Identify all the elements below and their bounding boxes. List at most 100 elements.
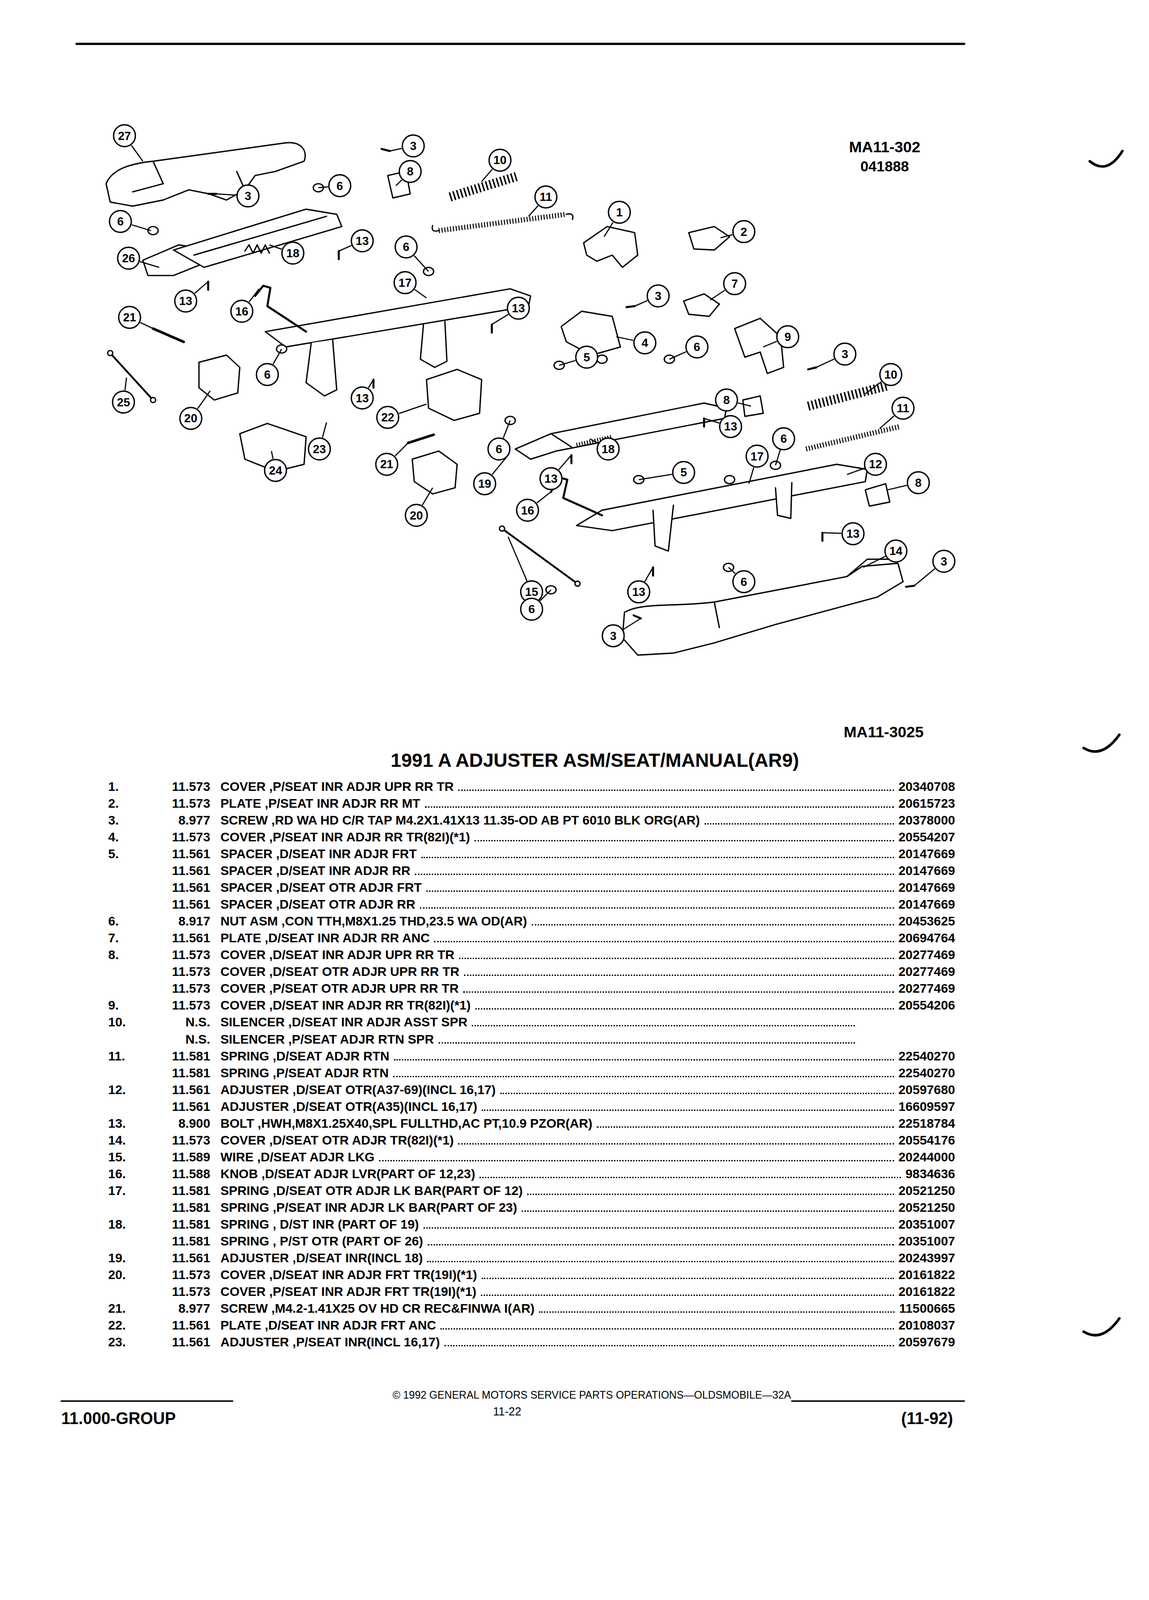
callout-number: 14 [889, 544, 903, 557]
callout-number: 18 [601, 443, 615, 455]
part-number: 20161822 [898, 1268, 956, 1282]
part-description: SILENCER ,D/SEAT INR ADJR ASST SPR [220, 1015, 468, 1029]
item-number: 10. [108, 1015, 126, 1029]
item-number: 21. [108, 1302, 126, 1315]
leader-line [863, 556, 886, 568]
part-number: 20277469 [898, 982, 956, 995]
callout-circle [575, 346, 598, 369]
callout-number: 16 [235, 305, 249, 318]
callout-number: 25 [116, 396, 130, 409]
group-code: 11.573 [171, 965, 210, 979]
anchor-plate [688, 226, 730, 250]
callout-circle [376, 406, 399, 429]
callout-circle [539, 467, 562, 490]
part-description: COVER ,D/SEAT INR ADJR FRT TR(19I)(*1) [220, 1268, 478, 1282]
callout-circle [834, 343, 856, 365]
fastener-group [208, 149, 915, 619]
callout-circle [394, 271, 416, 294]
callout-number: 20 [184, 412, 198, 425]
part-description: PLATE ,P/SEAT INR ADJR RR MT [220, 797, 421, 810]
part-number: 20147669 [898, 881, 956, 895]
dot-leader [521, 1210, 895, 1212]
leader-line [249, 288, 260, 302]
dot-leader [471, 1024, 855, 1027]
group-code: 11.581 [171, 1049, 210, 1063]
group-code: 11.588 [171, 1167, 210, 1181]
callout-circle [264, 459, 287, 482]
dot-leader [474, 839, 895, 842]
adjuster-rail [515, 403, 727, 460]
return-spring [806, 426, 901, 449]
part-description: SPRING , D/ST INR (PART OF 19) [220, 1218, 420, 1231]
seat-cover [622, 563, 903, 655]
part-description: ADJUSTER ,D/SEAT OTR(A35)(INCL 16,17) [220, 1100, 478, 1114]
dot-leader [393, 1075, 895, 1078]
dot-leader [596, 1126, 894, 1128]
part-description: ADJUSTER ,P/SEAT INR(INCL 16,17) [220, 1335, 440, 1349]
leader-line [616, 336, 634, 341]
callout-circle [685, 335, 708, 358]
callout-circle [488, 438, 510, 460]
item-number: 14. [108, 1134, 126, 1147]
leader-line [669, 351, 687, 360]
dot-leader [481, 1277, 895, 1279]
seat-cover [132, 161, 245, 192]
leader-line [558, 454, 572, 470]
adjuster-rail [576, 464, 868, 531]
callout-circle [627, 580, 650, 603]
item-number: 11. [108, 1049, 125, 1063]
part-description: COVER ,P/SEAT INR ADJR UPR RR TR [220, 780, 454, 794]
part-number: 16609597 [898, 1100, 956, 1114]
leader-line [728, 567, 736, 574]
figure-date: 041888 [860, 159, 910, 174]
dot-leader [539, 1311, 895, 1313]
part-description: SCREW ,M4.2-1.41X25 OV HD CR REC&FINWA I… [220, 1302, 535, 1315]
callout-circle [230, 300, 253, 323]
nut-symbol [724, 475, 735, 484]
margin-mark [1083, 150, 1123, 1335]
seat-cover [742, 395, 764, 417]
callout-circle [772, 427, 795, 450]
callout-number: 11 [896, 402, 910, 415]
part-description: SPACER ,D/SEAT OTR ADJR FRT [220, 881, 422, 895]
leader-line [914, 568, 935, 586]
group-code: 11.581 [171, 1184, 210, 1198]
dot-leader [423, 1227, 895, 1229]
seat-cover [714, 559, 893, 628]
leader-line [763, 341, 777, 347]
group-code: 11.561 [171, 847, 210, 861]
part-description: SPRING , P/ST OTR (PART OF 26) [220, 1234, 424, 1248]
adjuster-rail [194, 216, 327, 255]
part-number: 20161822 [898, 1285, 956, 1299]
part-description: ADJUSTER ,D/SEAT INR(INCL 18) [220, 1251, 423, 1265]
leader-line [131, 145, 143, 162]
anchor-plate [426, 369, 482, 421]
leader-line [589, 438, 599, 444]
callout-number: 6 [264, 368, 271, 381]
callout-number: 4 [641, 336, 649, 349]
part-number: 20147669 [898, 898, 956, 911]
leader-line [822, 532, 841, 534]
callout-circle [118, 306, 141, 329]
group-code: 11.561 [171, 898, 210, 911]
leader-line [604, 222, 614, 237]
part-number: 22540270 [898, 1066, 956, 1080]
part-description: NUT ASM ,CON TTH,M8X1.25 THD,23.5 WA OD(… [220, 914, 528, 928]
callout-circle [174, 289, 197, 312]
part-number: 20108037 [898, 1318, 956, 1332]
leader-line [508, 536, 527, 581]
group-code: 11.561 [171, 881, 210, 895]
part-number: 20277469 [898, 965, 956, 979]
callout-number: 3 [940, 555, 947, 568]
item-number: 18. [108, 1218, 126, 1231]
seat-cover [583, 226, 638, 268]
callout-circle [933, 550, 955, 573]
rule-line [76, 42, 965, 45]
part-number: 20554176 [898, 1134, 956, 1147]
wire-end [499, 525, 505, 531]
leader-line [216, 194, 237, 196]
leader-line [368, 379, 374, 388]
callout-circle [351, 229, 374, 252]
part-description: SPACER ,D/SEAT INR ADJR RR [220, 864, 411, 878]
screw-symbol [153, 328, 434, 443]
